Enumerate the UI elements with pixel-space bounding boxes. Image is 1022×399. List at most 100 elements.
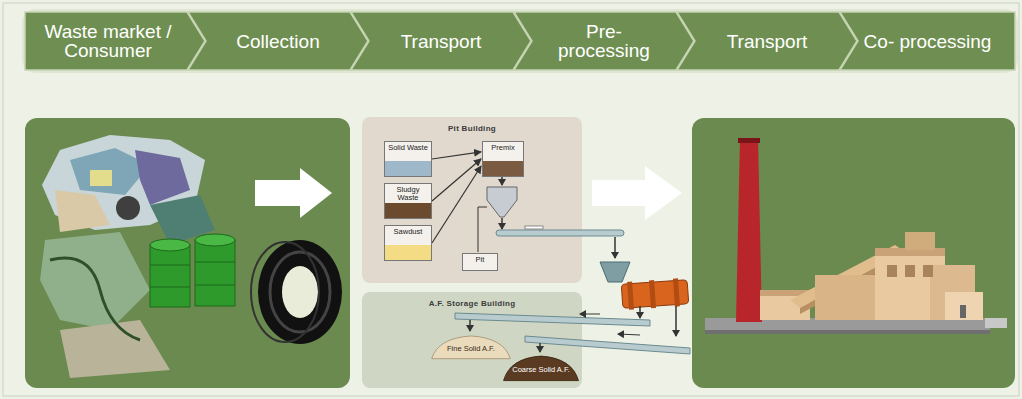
- process-step-chevron: Waste market / Consumer: [25, 12, 205, 70]
- pile-fill: [432, 336, 511, 359]
- process-step-chevron: Transport: [677, 12, 857, 70]
- step-label: Waste market / Consumer: [44, 22, 172, 60]
- fuel-pile: Coarse Solid A.F.: [502, 354, 580, 382]
- drawing-polygon: [55, 190, 110, 232]
- chevron-fill: [351, 12, 531, 70]
- chevron-fill: [514, 12, 694, 70]
- drawing-rect: [496, 230, 624, 236]
- drawing-ellipse: [282, 266, 318, 318]
- drawing-line: [150, 287, 190, 288]
- flow-arrow: [255, 168, 332, 218]
- process-step-chevron: Co- processing: [840, 12, 1015, 70]
- material-label: Solid Waste: [387, 144, 429, 152]
- material-label: Coarse Solid A.F.: [512, 366, 570, 374]
- process-step-chevron: Pre- processing: [514, 12, 694, 70]
- step-label: Co- processing: [864, 32, 992, 51]
- drawing-path: [50, 258, 140, 340]
- drawing-line: [580, 314, 600, 315]
- material-bin: Premix: [482, 141, 524, 177]
- step-label: Collection: [236, 32, 319, 51]
- chevron-fill: [25, 12, 205, 70]
- material-bin: Solid Waste: [384, 141, 432, 177]
- drawing-line: [501, 176, 503, 185]
- drawing-line: [195, 262, 235, 263]
- material-label: Pit: [465, 256, 495, 264]
- left-panel: [25, 118, 350, 388]
- drawing-line: [469, 320, 471, 331]
- right-panel: [692, 118, 1015, 388]
- drawing-rect: [627, 282, 634, 310]
- flow-connector: [432, 166, 481, 243]
- building-panel: A.F. Storage BuildingFine Solid A.F. Coar…: [362, 292, 582, 388]
- drawing-polygon: [455, 313, 650, 326]
- drawing-polyline: [478, 207, 487, 252]
- drawing-line: [195, 285, 235, 286]
- drawing-line: [614, 237, 616, 258]
- drawing-ellipse: [270, 252, 330, 332]
- drawing-polygon: [40, 232, 150, 330]
- drawing-line: [639, 306, 641, 318]
- step-label: Transport: [727, 32, 808, 51]
- material-label: Sludgy Waste: [387, 186, 429, 202]
- pile-fill: [504, 356, 579, 381]
- drawing-line: [675, 306, 677, 336]
- drawing-rect: [985, 318, 1007, 328]
- drawing-polygon: [736, 138, 762, 322]
- drawing-ellipse: [150, 239, 190, 251]
- drawing-polygon: [600, 262, 630, 282]
- drawing-polygon: [487, 187, 517, 217]
- drawing-rect: [887, 265, 897, 277]
- drawing-line: [618, 334, 640, 335]
- waste-illustration: [40, 135, 342, 378]
- building-panel: Pit BuildingSolid WasteSludgy WasteSawdu…: [362, 117, 582, 283]
- step-label: Pre- processing: [540, 22, 668, 60]
- drawing-rect: [945, 292, 983, 320]
- drawing-polygon: [525, 336, 690, 354]
- drawing-rect: [673, 278, 680, 306]
- material-bin: Sawdust: [384, 225, 432, 261]
- step-label: Transport: [401, 32, 482, 51]
- chevron-fill: [188, 12, 368, 70]
- drawing-circle: [116, 196, 140, 220]
- pit-building-panel: [362, 117, 582, 283]
- building-title: Pit Building: [362, 117, 582, 133]
- drawing-rect: [705, 330, 990, 334]
- drawing-rect: [525, 226, 543, 229]
- drawing-rect: [905, 232, 935, 250]
- cement-plant-illustration: [705, 138, 1007, 334]
- material-label: Premix: [485, 144, 521, 152]
- frame: [3, 3, 1019, 396]
- drawing-polygon: [135, 150, 190, 205]
- drawing-rect: [923, 265, 933, 277]
- process-step-chevron: Collection: [188, 12, 368, 70]
- drawing-rect: [738, 138, 760, 143]
- flow-arrow: [592, 166, 682, 220]
- material-label: Sawdust: [387, 228, 429, 236]
- building-title: A.F. Storage Building: [362, 292, 582, 308]
- drawing-ellipse: [195, 234, 235, 246]
- material-label: Fine Solid A.F.: [447, 345, 495, 353]
- drawing-line: [150, 265, 190, 266]
- chevron-fill: [677, 12, 857, 70]
- process-step-chevron: Transport: [351, 12, 531, 70]
- drawing-rect: [815, 275, 875, 320]
- drawing-rect: [195, 240, 235, 306]
- drawing-line: [539, 343, 541, 352]
- material-bin: Sludgy Waste: [384, 183, 432, 219]
- chevron-fill: [840, 12, 1015, 70]
- flow-connector: [432, 152, 481, 159]
- drawing-rect: [905, 265, 915, 277]
- drawing-polygon: [60, 320, 170, 378]
- material-bin: Pit: [462, 253, 498, 271]
- band-ground: [22, 9, 1018, 73]
- drawing-ellipse: [258, 240, 342, 344]
- flow-connector: [432, 159, 481, 201]
- drawing-ellipse: [251, 242, 319, 342]
- drawing-g: [621, 278, 689, 311]
- fuel-pile: Fine Solid A.F.: [430, 334, 512, 360]
- drawing-rect: [649, 280, 656, 308]
- drawing-line: [501, 218, 503, 229]
- drawing-rect: [90, 170, 112, 186]
